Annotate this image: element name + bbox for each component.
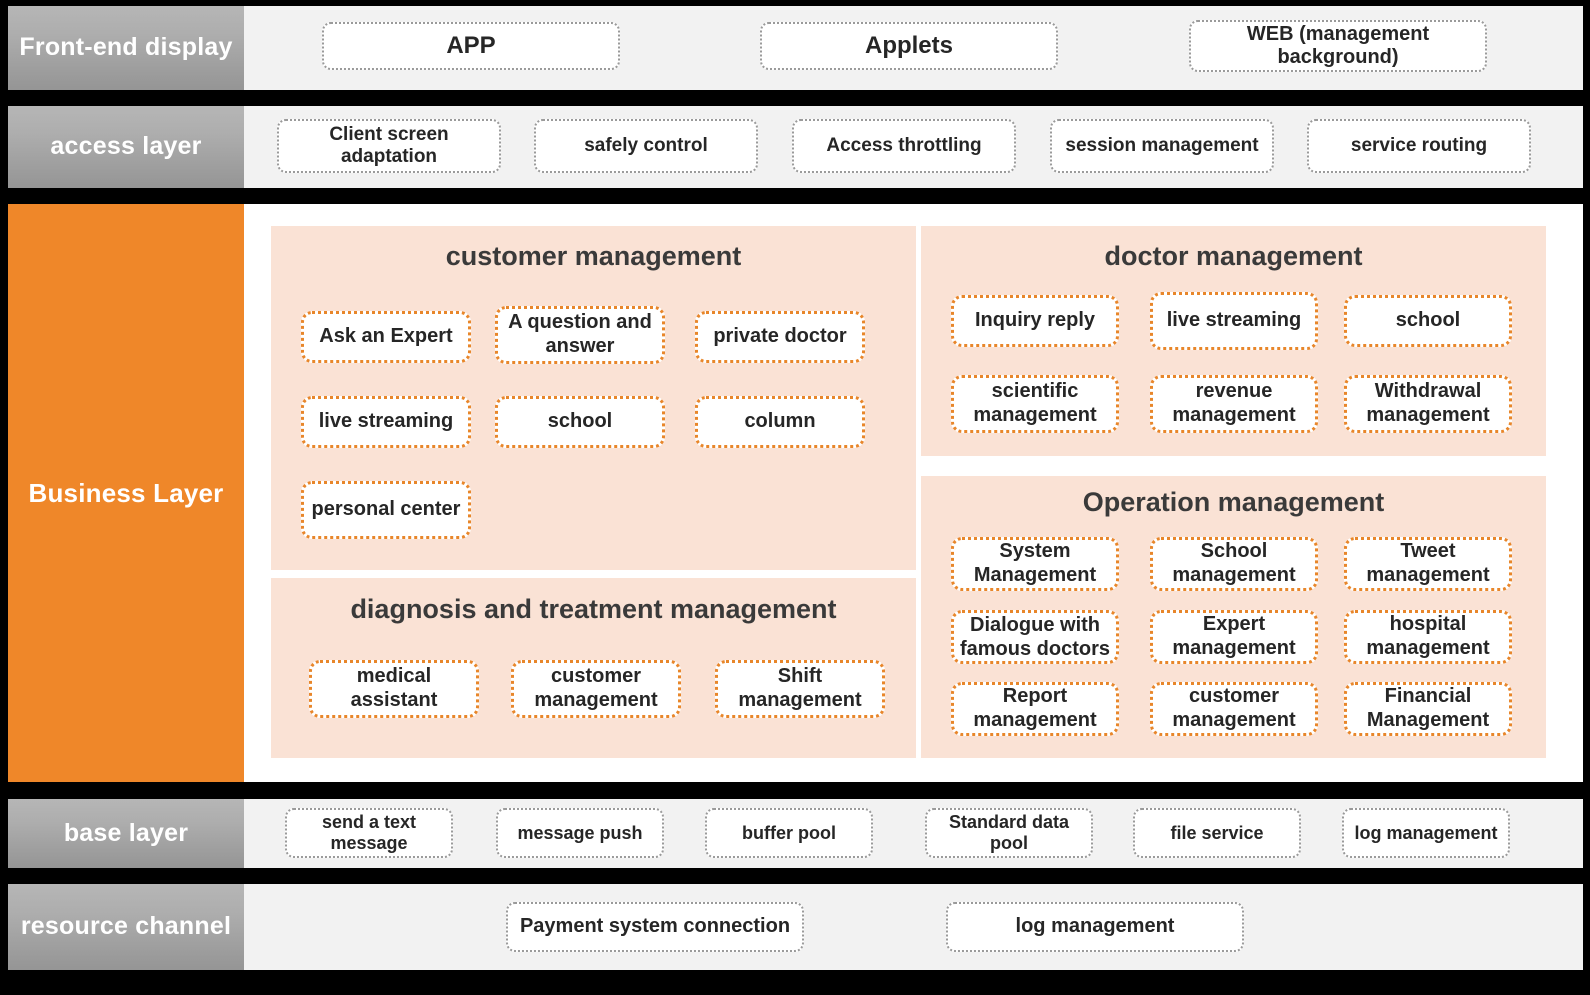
cell-financial-management[interactable]: Financial Management	[1344, 682, 1512, 736]
access-item-access-throttling[interactable]: Access throttling	[792, 119, 1016, 173]
base-item-standard-data-pool[interactable]: Standard data pool	[925, 808, 1093, 858]
cell-tweet-management[interactable]: Tweet management	[1344, 537, 1512, 591]
layer-body-frontend-display: APP Applets WEB (management background)	[244, 6, 1583, 90]
cell-customer-management-operation[interactable]: customer management	[1150, 682, 1318, 736]
layer-body-base: send a text message message push buffer …	[244, 799, 1583, 868]
panel-title-diagnosis-treatment-management: diagnosis and treatment management	[350, 594, 837, 624]
cell-inquiry-reply[interactable]: Inquiry reply	[951, 295, 1119, 347]
cell-live-streaming-doctor[interactable]: live streaming	[1150, 292, 1318, 350]
access-item-safely-control[interactable]: safely control	[534, 119, 758, 173]
resource-item-payment-system-connection[interactable]: Payment system connection	[506, 902, 804, 952]
base-item-file-service[interactable]: file service	[1133, 808, 1301, 858]
cell-ask-an-expert[interactable]: Ask an Expert	[301, 311, 471, 363]
cell-a-question-and-answer[interactable]: A question and answer	[495, 306, 665, 364]
panel-operation-management: Operation management System Management S…	[921, 476, 1546, 758]
panel-doctor-management: doctor management Inquiry reply live str…	[921, 226, 1546, 456]
access-item-client-screen-adaptation[interactable]: Client screen adaptation	[277, 119, 501, 173]
cell-scientific-management[interactable]: scientific management	[951, 375, 1119, 433]
cell-report-management[interactable]: Report management	[951, 682, 1119, 736]
layer-label-frontend-display: Front-end display	[8, 6, 244, 90]
layer-label-resource-channel: resource channel	[8, 884, 244, 970]
layer-base: base layer send a text message message p…	[8, 799, 1583, 868]
panel-title-doctor-management: doctor management	[1104, 241, 1363, 271]
cell-system-management[interactable]: System Management	[951, 537, 1119, 591]
cell-school-customer[interactable]: school	[495, 396, 665, 448]
cell-shift-management[interactable]: Shift management	[715, 660, 885, 718]
layer-body-access: Client screen adaptation safely control …	[244, 106, 1583, 188]
frontend-item-app[interactable]: APP	[322, 22, 620, 70]
cell-withdrawal-management[interactable]: Withdrawal management	[1344, 375, 1512, 433]
cell-live-streaming-customer[interactable]: live streaming	[301, 396, 471, 448]
cell-column[interactable]: column	[695, 396, 865, 448]
layer-label-access: access layer	[8, 106, 244, 188]
panel-title-operation-management: Operation management	[1082, 487, 1385, 517]
cell-expert-management[interactable]: Expert management	[1150, 610, 1318, 664]
base-item-send-a-text-message[interactable]: send a text message	[285, 808, 453, 858]
base-item-message-push[interactable]: message push	[496, 808, 664, 858]
cell-revenue-management[interactable]: revenue management	[1150, 375, 1318, 433]
layer-label-business: Business Layer	[8, 204, 244, 782]
layer-body-resource-channel: Payment system connection log management	[244, 884, 1583, 970]
layer-resource-channel: resource channel Payment system connecti…	[8, 884, 1583, 970]
layer-access: access layer Client screen adaptation sa…	[8, 106, 1583, 188]
cell-dialogue-with-famous-doctors[interactable]: Dialogue with famous doctors	[951, 610, 1119, 664]
access-item-service-routing[interactable]: service routing	[1307, 119, 1531, 173]
resource-item-log-management[interactable]: log management	[946, 902, 1244, 952]
cell-personal-center[interactable]: personal center	[301, 481, 471, 539]
access-item-session-management[interactable]: session management	[1050, 119, 1274, 173]
frontend-item-web-management-background[interactable]: WEB (management background)	[1189, 20, 1487, 72]
base-item-log-management[interactable]: log management	[1342, 808, 1510, 858]
layer-business: Business Layer customer management Ask a…	[8, 204, 1583, 782]
frontend-item-applets[interactable]: Applets	[760, 22, 1058, 70]
cell-medical-assistant[interactable]: medical assistant	[309, 660, 479, 718]
cell-school-doctor[interactable]: school	[1344, 295, 1512, 347]
cell-hospital-management[interactable]: hospital management	[1344, 610, 1512, 664]
cell-school-management[interactable]: School management	[1150, 537, 1318, 591]
layer-body-business: customer management Ask an Expert A ques…	[244, 204, 1583, 782]
panel-diagnosis-treatment-management: diagnosis and treatment management medic…	[271, 578, 916, 758]
cell-private-doctor[interactable]: private doctor	[695, 311, 865, 363]
base-item-buffer-pool[interactable]: buffer pool	[705, 808, 873, 858]
cell-customer-management-diagnosis[interactable]: customer management	[511, 660, 681, 718]
panel-title-customer-management: customer management	[445, 241, 742, 271]
panel-customer-management: customer management Ask an Expert A ques…	[271, 226, 916, 570]
layer-label-base: base layer	[8, 799, 244, 868]
layer-frontend-display: Front-end display APP Applets WEB (manag…	[8, 6, 1583, 90]
